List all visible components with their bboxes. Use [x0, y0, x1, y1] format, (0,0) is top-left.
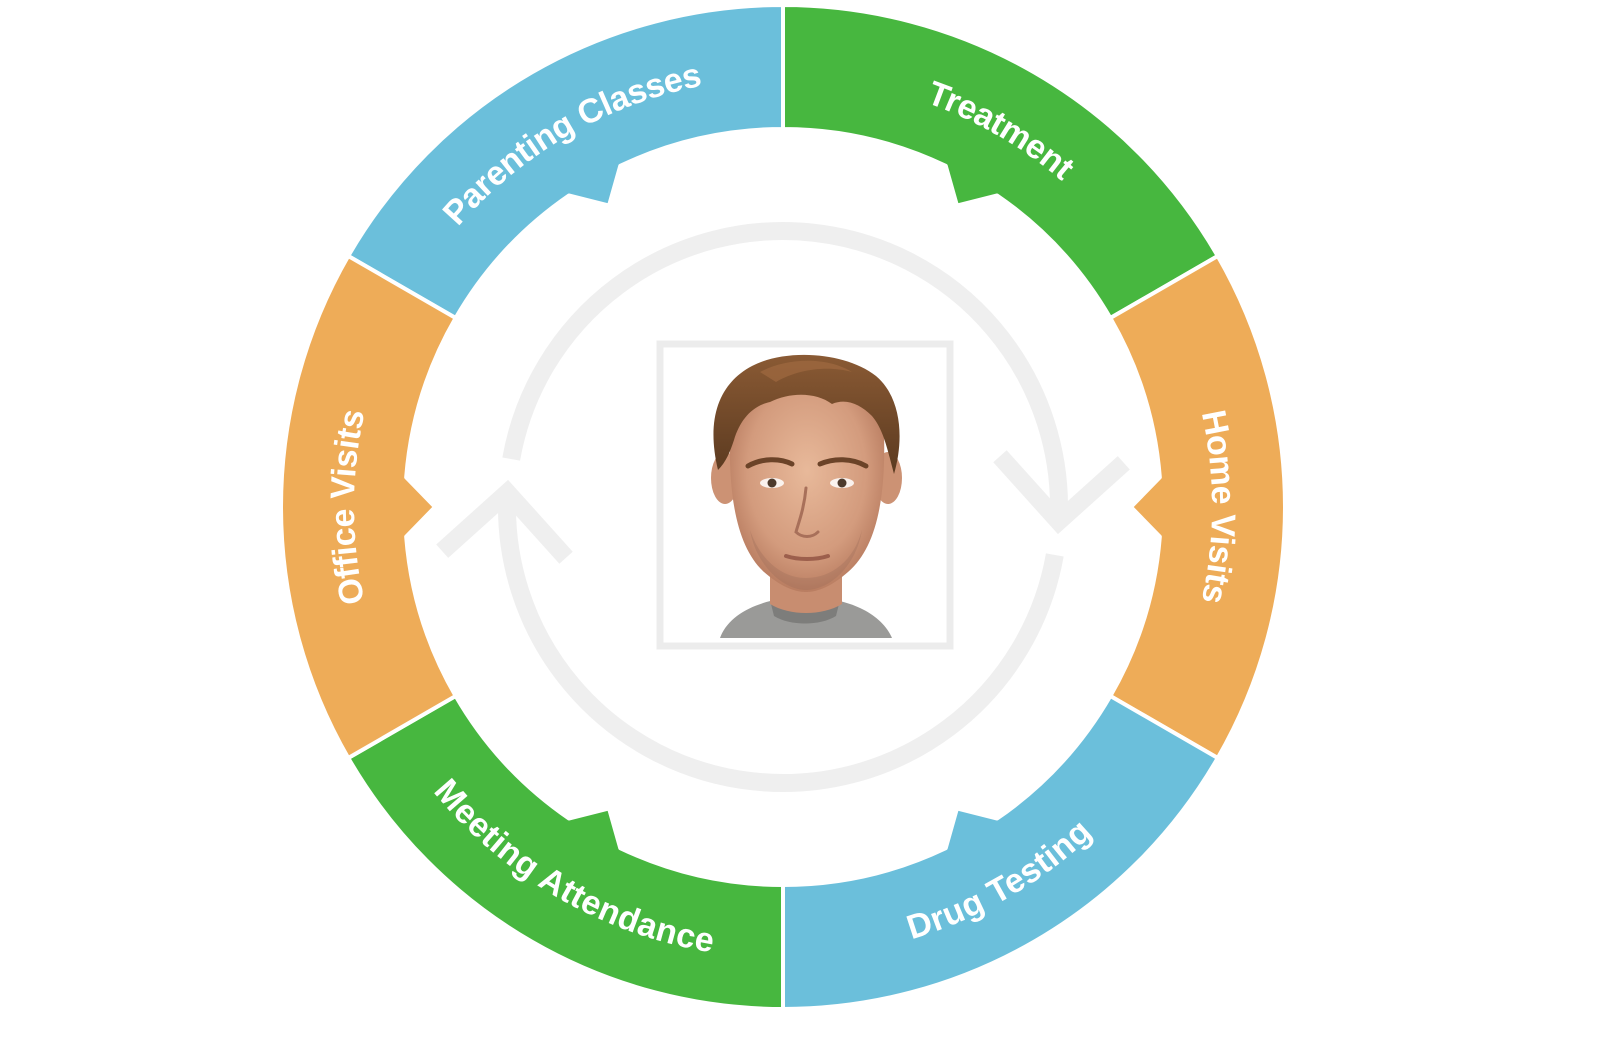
ring-segment: Meeting Attendance [346, 694, 785, 1011]
ring-segment: Drug Testing [781, 694, 1220, 1011]
ring-segment: Office Visits [279, 254, 458, 760]
ring-segment-shape [781, 694, 1220, 1011]
cycle-arrow-upper-head [993, 450, 1130, 535]
cycle-arrows-icon [436, 222, 1130, 793]
ring-segment: Treatment [781, 3, 1220, 320]
cycle-arrow-lower-arc [498, 492, 1064, 793]
ring-segment-shape [346, 3, 785, 320]
ring-segment: Parenting Classes [346, 3, 785, 320]
ring-segment-shape [1108, 254, 1287, 760]
ring-segment-shape [279, 254, 458, 760]
man-portrait-icon [668, 352, 942, 638]
ring-segment: Home Visits [1108, 254, 1287, 760]
cycle-arrow-lower-head [436, 479, 573, 564]
center-portrait [656, 340, 954, 650]
ring-segment-shape [781, 3, 1220, 320]
ring-segment-shape [346, 694, 785, 1011]
cycle-arrow-upper-arc [502, 222, 1068, 522]
